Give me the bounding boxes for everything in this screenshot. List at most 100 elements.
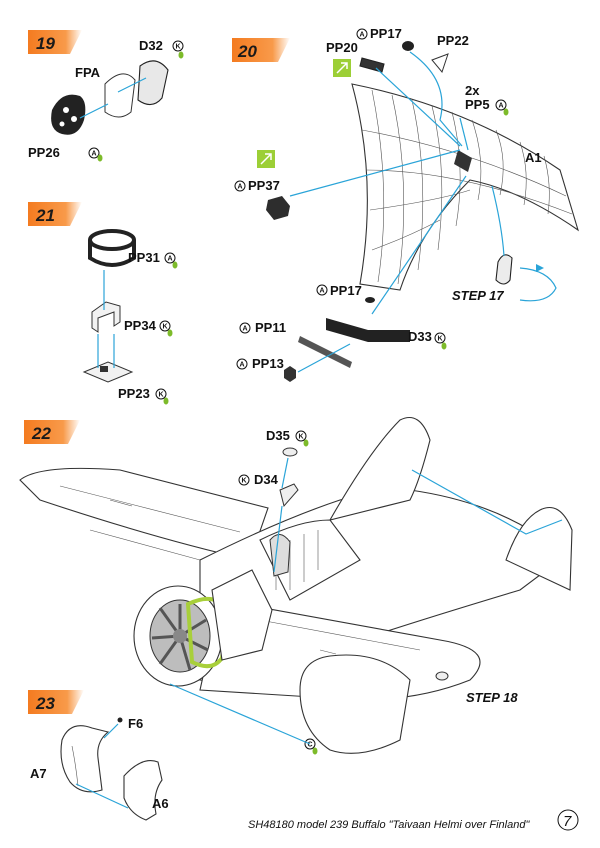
svg-text:K: K	[159, 392, 164, 399]
a-marker-icon	[236, 358, 248, 370]
step-ref-17: STEP 17	[452, 288, 504, 303]
assembly-arrow	[169, 683, 311, 745]
a-marker-icon	[164, 252, 176, 264]
svg-text:C: C	[308, 742, 313, 749]
assembly-arrow	[103, 723, 119, 739]
assembly-arrow	[75, 783, 129, 809]
step-20: 20 A PP17 PP20 PP22 2x PP5 A	[232, 26, 579, 382]
step-22: 22 D35 K K D34	[19, 416, 573, 755]
part-label-pp31: PP31	[128, 250, 160, 265]
part-label-pp17: PP17	[370, 26, 402, 41]
drop-icon	[178, 51, 184, 59]
firewall	[211, 569, 273, 661]
svg-text:K: K	[176, 44, 181, 51]
k-marker-icon	[172, 40, 184, 52]
a7-part	[60, 725, 110, 793]
svg-text:A: A	[238, 184, 243, 191]
k-marker-icon	[295, 430, 307, 442]
a-marker-icon	[239, 322, 251, 334]
assembly-arrow	[375, 67, 461, 147]
pp37-part	[266, 196, 290, 220]
pp20-part	[359, 57, 385, 73]
engine-cylinders	[151, 604, 209, 671]
svg-text:A: A	[320, 288, 325, 295]
assembly-arrow	[117, 77, 147, 93]
part-label-pp17b: PP17	[330, 283, 362, 298]
pp17-part	[365, 297, 375, 303]
step-21: 21 PP31 A PP34 K PP23 K	[28, 202, 178, 405]
vertical-tail	[505, 506, 573, 591]
assembly-arrow	[297, 343, 351, 373]
cowling-front	[299, 654, 411, 754]
a6-part	[123, 760, 163, 821]
rotate-arrow	[519, 267, 557, 302]
pp34-part	[91, 301, 121, 333]
assembly-arrow	[409, 51, 463, 147]
pp13-part	[284, 366, 296, 382]
a-marker-icon	[495, 99, 507, 111]
drop-icon	[303, 439, 309, 447]
d34-part	[279, 483, 299, 508]
page-number-circle	[557, 809, 579, 831]
svg-text:A: A	[243, 326, 248, 333]
part-label-pp34: PP34	[124, 318, 157, 333]
aircraft-assembly	[19, 416, 573, 754]
pp11-part	[298, 336, 352, 368]
drop-icon	[167, 329, 173, 337]
part-label-fpa: FPA	[75, 65, 101, 80]
k-marker-icon	[155, 388, 167, 400]
drop-icon	[97, 154, 103, 162]
part-label-pp5: PP5	[465, 97, 490, 112]
pilot-seat	[269, 534, 291, 577]
assembly-arrow	[491, 185, 505, 257]
step-banner	[28, 30, 82, 54]
step17-detail-part	[495, 254, 513, 285]
assembly-arrow	[411, 469, 563, 535]
step-number: 19	[36, 34, 55, 53]
svg-text:A: A	[168, 256, 173, 263]
drop-icon	[163, 397, 169, 405]
footer-text: SH48180 model 239 Buffalo "Taivaan Helmi…	[248, 819, 530, 831]
a1-fuselage-part	[351, 83, 579, 291]
svg-text:K: K	[438, 336, 443, 343]
part-label-a1: A1	[525, 150, 542, 165]
d32-part	[137, 60, 169, 106]
pp17-part	[402, 41, 414, 51]
installed-assembly	[454, 150, 472, 172]
pp22-part	[431, 53, 449, 74]
step-23: 23 A7 A6 F6	[28, 690, 169, 821]
k-marker-icon	[159, 320, 171, 332]
fuselage-frames	[361, 89, 573, 285]
pp31-part	[88, 229, 136, 251]
part-label-pp23: PP23	[118, 386, 150, 401]
assembly-arrow	[371, 175, 467, 315]
f6-part	[117, 717, 123, 723]
a-marker-icon	[356, 28, 368, 40]
part-label-pp26: PP26	[28, 145, 60, 160]
step-19: 19 D32 K FPA PP26 A	[28, 30, 184, 162]
part-label-pp22: PP22	[437, 33, 469, 48]
drop-icon	[441, 342, 447, 350]
part-label-pp37: PP37	[248, 178, 280, 193]
k-marker-icon	[238, 474, 250, 486]
pp26-part	[51, 94, 86, 135]
part-label-d33: D33	[408, 329, 432, 344]
a-marker-icon	[316, 284, 328, 296]
part-label-d35: D35	[266, 428, 290, 443]
svg-text:K: K	[299, 434, 304, 441]
assembly-arrow	[459, 117, 469, 151]
fpa-part	[104, 73, 136, 118]
svg-text:A: A	[240, 362, 245, 369]
d35-part	[282, 447, 298, 457]
drop-icon	[312, 747, 318, 755]
assembly-arrow	[281, 457, 289, 489]
part-label-pp13: PP13	[252, 356, 284, 371]
part-label-qty: 2x	[465, 83, 480, 98]
svg-text:A: A	[360, 32, 365, 39]
part-label-a7: A7	[30, 766, 47, 781]
assembly-arrow	[289, 149, 461, 197]
page-number: 7	[563, 813, 572, 830]
svg-text:A: A	[92, 151, 97, 158]
step-number: 22	[31, 424, 51, 443]
